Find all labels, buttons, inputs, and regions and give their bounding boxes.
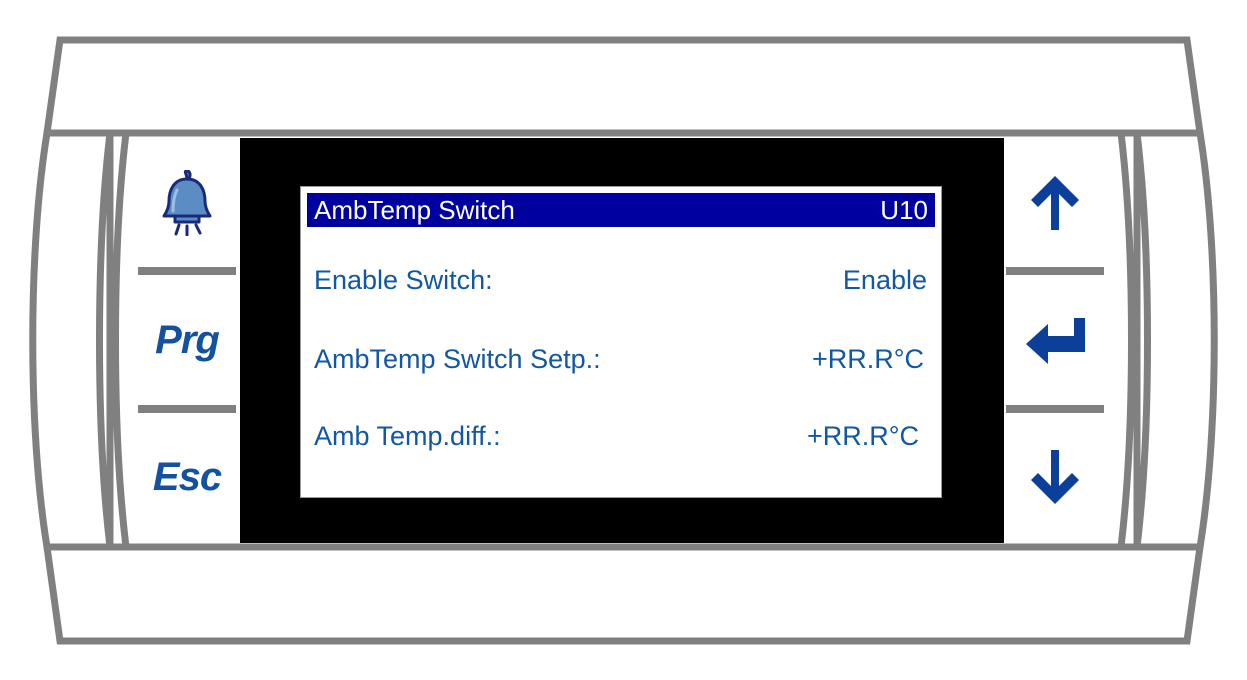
- lcd-row-label: Amb Temp.diff.:: [314, 420, 501, 451]
- lcd-row-value[interactable]: +RR.R°C: [811, 343, 924, 374]
- lcd-row-value[interactable]: +RR.R°C: [806, 420, 919, 451]
- lcd-row-value[interactable]: Enable: [842, 264, 927, 295]
- arrow-down-icon: [1031, 450, 1079, 505]
- right-keypad: [1006, 138, 1104, 542]
- lcd-row-label: Enable Switch:: [314, 264, 493, 295]
- lcd-screen: AmbTemp Switch U10 Enable Switch: Enable…: [300, 186, 942, 498]
- shell-left-inner-curve: [112, 132, 130, 548]
- enter-button[interactable]: [1006, 275, 1104, 405]
- lcd-content: AmbTemp Switch U10 Enable Switch: Enable…: [301, 187, 941, 497]
- prg-button[interactable]: Prg: [138, 275, 236, 405]
- esc-button-label: Esc: [152, 455, 222, 500]
- shell-left-side: [29, 129, 114, 551]
- shell-bottom-band: [42, 543, 1205, 645]
- lcd-bezel: AmbTemp Switch U10 Enable Switch: Enable…: [240, 138, 1004, 543]
- arrow-up-icon: [1031, 175, 1079, 230]
- lcd-row-amb-temp-diff[interactable]: Amb Temp.diff.: +RR.R°C: [307, 419, 935, 453]
- prg-button-label: Prg: [155, 317, 220, 362]
- alarm-bell-button[interactable]: [138, 138, 236, 268]
- lcd-row-ambtemp-switch-setpoint[interactable]: AmbTemp Switch Setp.: +RR.R°C: [307, 342, 935, 376]
- bell-icon: [162, 169, 212, 236]
- lcd-title: AmbTemp Switch: [314, 195, 515, 225]
- esc-button[interactable]: Esc: [138, 412, 236, 542]
- lcd-title-bar: AmbTemp Switch U10: [307, 193, 935, 227]
- lcd-row-label: AmbTemp Switch Setp.:: [314, 343, 601, 374]
- up-button[interactable]: [1006, 138, 1104, 268]
- lcd-screen-code: U10: [880, 195, 928, 225]
- lcd-row-enable-switch[interactable]: Enable Switch: Enable: [307, 263, 935, 297]
- shell-top-band: [42, 36, 1205, 137]
- arrow-enter-icon: [1026, 317, 1085, 364]
- left-keypad: Prg Esc: [138, 138, 236, 542]
- down-button[interactable]: [1006, 412, 1104, 542]
- shell-right-side: [1133, 129, 1218, 551]
- shell-right-inner-curve: [1117, 132, 1135, 548]
